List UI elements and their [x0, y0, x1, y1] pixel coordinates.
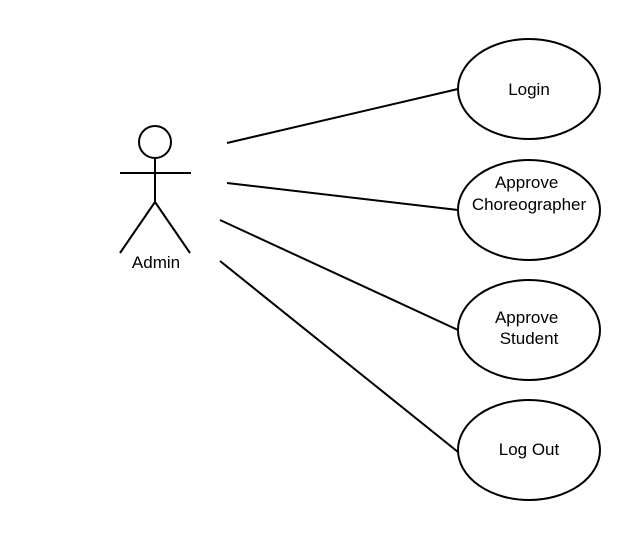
association-approve-choreographer — [226, 182, 459, 211]
use-case-label: Log Out — [499, 440, 560, 459]
use-case-approve-choreographer[interactable]: Approve Choreographer — [457, 159, 601, 261]
association-approve-student — [219, 219, 459, 331]
use-case-label: Approve Student — [495, 308, 563, 348]
use-case-log-out[interactable]: Log Out — [457, 399, 601, 501]
use-case-ellipse — [457, 279, 601, 381]
actor-admin[interactable]: Admin — [119, 125, 191, 272]
actor-label: Admin — [132, 253, 180, 272]
associations — [219, 88, 459, 453]
stick-figure-icon — [119, 125, 191, 254]
use-case-ellipse — [457, 38, 601, 140]
association-log-out — [219, 260, 459, 453]
use-case-label: Login — [508, 80, 550, 99]
use-case-approve-student[interactable]: Approve Student — [457, 279, 601, 381]
use-case-login[interactable]: Login — [457, 38, 601, 140]
use-case-ellipse — [457, 159, 601, 261]
use-case-label: Approve Choreographer — [472, 173, 587, 214]
association-login — [226, 88, 459, 144]
use-case-ellipse — [457, 399, 601, 501]
